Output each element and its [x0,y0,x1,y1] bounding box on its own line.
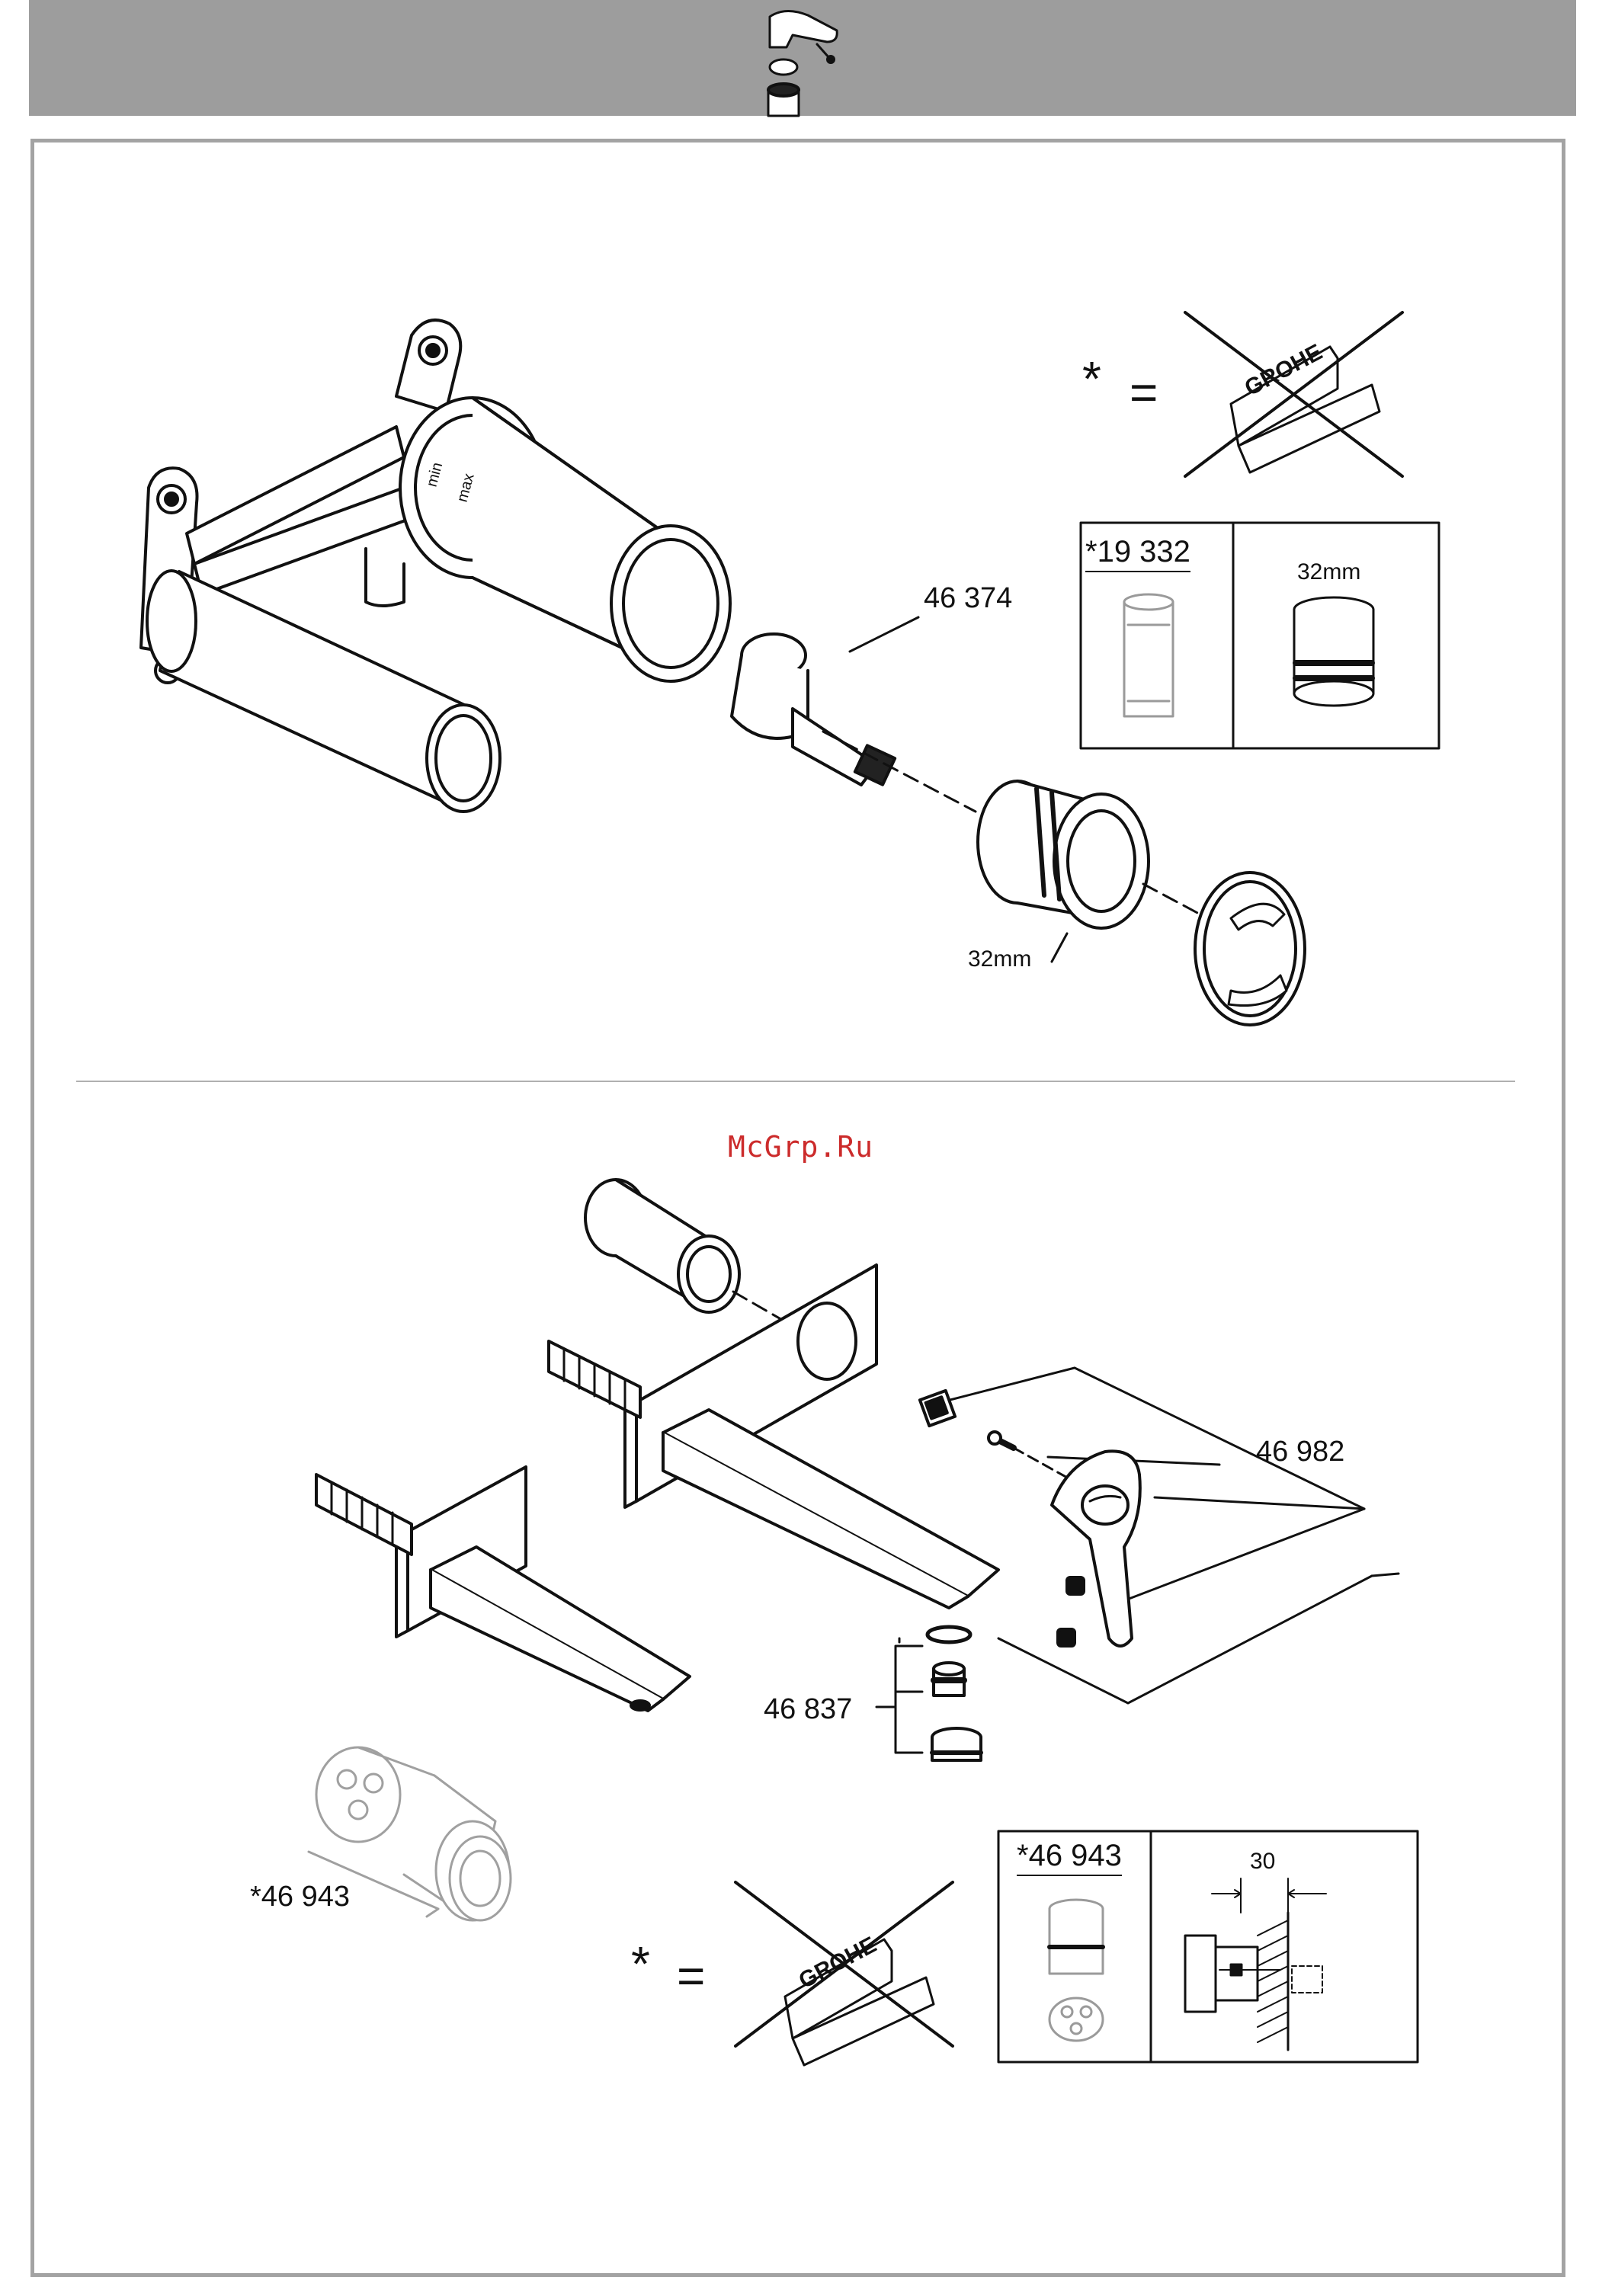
extension-sleeve [585,1180,739,1312]
lever-handle-cartridge-icon [768,11,837,116]
rough-in-body [141,320,730,812]
note-equals-lower: = [677,1948,705,2004]
handle-kit-leader [941,1368,1399,1703]
tool-size-label: 32mm [1297,559,1360,585]
nut-cap-axis [1143,884,1200,914]
cartridge-part-number: 46 374 [924,582,1012,615]
extension-box-part-number: *46 943 [1017,1839,1122,1876]
note-star-lower: * [631,1936,650,1992]
protection-cap [1195,873,1305,1025]
cartridge-leader-line [850,617,918,652]
no-abrasive-cleaner-icon [1185,312,1402,476]
extension-part-number: *46 943 [250,1881,350,1913]
aerator-set [876,1627,981,1760]
tool-sleeve-icon [1124,594,1173,716]
note-equals: = [1130,364,1158,421]
set-screw [989,1432,1014,1448]
note-star: * [1082,351,1101,407]
cartridge [732,634,895,785]
tool-nut-icon [1294,597,1373,706]
tool-part-number: *19 332 [1085,535,1190,572]
nut-leader-line [1052,933,1067,962]
handle-part-number: 46 982 [1256,1436,1344,1468]
extension-box-cartridge-icon [1049,1900,1103,2041]
watermark: McGrp.Ru [728,1130,873,1164]
adapter-piece [920,1391,955,1426]
hex-nut [978,781,1149,928]
lever-handle [1052,1451,1140,1646]
nut-size-label: 32mm [968,946,1031,972]
grub-screws [1058,1577,1084,1646]
depth-dimension-label: 30 [1250,1849,1275,1875]
wall-plate-large [549,1265,998,1608]
aerator-part-number: 46 837 [764,1693,852,1726]
